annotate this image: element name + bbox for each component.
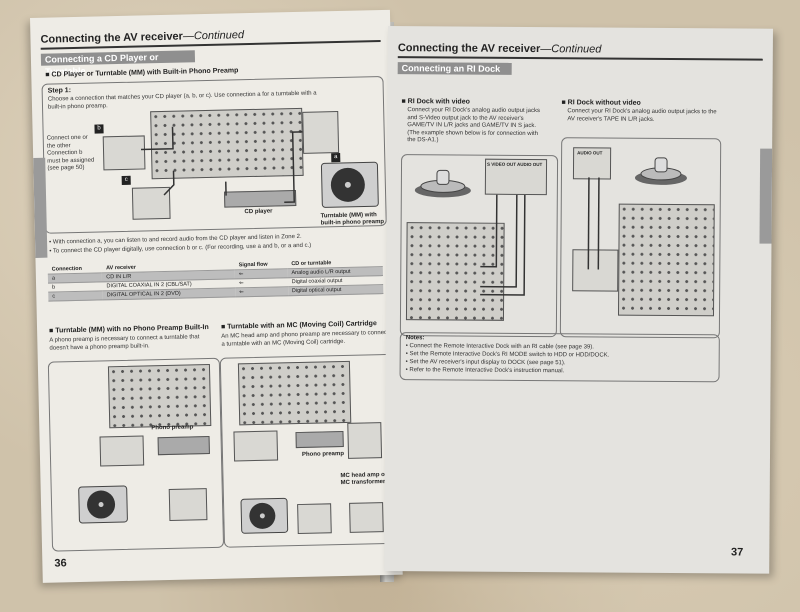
notes-title: Notes:	[405, 335, 425, 342]
receiver-panel-left	[107, 364, 212, 429]
left-page-number: 36	[54, 557, 67, 570]
turntable-image	[320, 161, 379, 208]
right-header-title: Connecting the AV receiver	[397, 42, 541, 56]
left-page: Connecting the AV receiver—Continued Con…	[30, 9, 403, 583]
phono-preamp-image-1	[157, 436, 210, 456]
sub-left-text: A phono preamp is necessary to connect a…	[49, 334, 200, 352]
ri-dock-image-1	[414, 169, 471, 198]
right-section-title: Connecting an RI Dock	[397, 62, 512, 75]
right-header-suffix: —Continued	[540, 43, 602, 56]
receiver-jack-left	[99, 435, 145, 467]
side-note: Connect one or the other Connection b mu…	[46, 134, 95, 172]
note-text: Refer to the Remote Interactive Dock's i…	[409, 367, 565, 375]
mc-jack-1	[297, 503, 332, 535]
cable-lines-novideo	[587, 177, 600, 270]
left-header-suffix: —Continued	[182, 29, 245, 43]
label-mc-head-amp: MC head amp or MC transformer	[340, 472, 388, 487]
mc-jack-2	[349, 502, 384, 533]
receiver-panel-novideo	[617, 203, 715, 317]
turntable-image-3	[240, 497, 289, 534]
left-header-title: Connecting the AV receiver	[40, 30, 184, 46]
left-page-tab	[33, 157, 48, 258]
tag-c: c	[121, 175, 131, 185]
right-page: Connecting the AV receiver—Continued Con…	[384, 26, 773, 574]
right-sub-1-text: Connect your RI Dock's analog audio outp…	[407, 107, 540, 144]
left-page-header: Connecting the AV receiver—Continued	[40, 22, 381, 50]
notes-list: • Connect the Remote Interactive Dock wi…	[406, 342, 711, 376]
tag-b: b	[94, 124, 104, 134]
sub-right-title: ■ Turntable with an MC (Moving Coil) Car…	[220, 320, 377, 331]
right-sub-2-title-text: RI Dock without video	[567, 99, 641, 107]
left-section-title: Connecting a CD Player or Turntable	[40, 50, 196, 77]
label-phono-preamp-2: Phono preamp	[301, 450, 345, 458]
preamp-jack-left	[168, 488, 208, 521]
cable-lines	[140, 126, 303, 204]
ri-dock-image-2	[634, 157, 687, 185]
preamp-jack-right	[347, 422, 383, 459]
right-page-header: Connecting the AV receiver—Continued	[397, 38, 763, 61]
sub-left-title: ■ Turntable (MM) with no Phono Preamp Bu…	[49, 324, 209, 335]
right-sub-1-title: ■ RI Dock with video	[401, 98, 470, 106]
right-page-number: 37	[731, 546, 744, 559]
jack-label-svideo: S VIDEO OUT	[487, 161, 517, 167]
cable-lines-video	[480, 194, 526, 296]
phono-preamp-image-2	[295, 430, 344, 449]
table-cell: ⇐	[235, 286, 289, 297]
table-cell: DIGITAL OPTICAL IN 2 (DVD)	[102, 287, 236, 300]
sub-right-title-text: Turntable with an MC (Moving Coil) Cartr…	[227, 320, 377, 331]
note-text: Connect the Remote Interactive Dock with…	[409, 343, 595, 351]
right-sub-2-title: ■ RI Dock without video	[561, 99, 641, 107]
note-text: Set the AV receiver's input display to D…	[409, 359, 566, 367]
step-label: Step 1:	[47, 87, 72, 95]
label-phono-preamp-1: Phono preamp	[151, 424, 194, 432]
receiver-jack-right	[233, 430, 279, 462]
sub-left-title-text: Turntable (MM) with no Phono Preamp Buil…	[55, 324, 209, 335]
receiver-panel-right	[237, 360, 352, 426]
table-cell: c	[48, 290, 103, 302]
jack-label-audio-2: AUDIO OUT	[577, 150, 603, 156]
sub-right-text: An MC head amp and phono preamp are nece…	[221, 329, 389, 348]
table-cell: Digital optical output	[287, 284, 384, 296]
connection-table: Connection AV receiver Signal flow CD or…	[47, 258, 384, 302]
turntable-image-2	[78, 485, 128, 524]
right-page-tab	[759, 148, 773, 244]
right-sub-2-text: Connect your RI Dock's analog audio outp…	[567, 108, 717, 123]
jack-label-audio-1: AUDIO OUT	[517, 161, 543, 168]
right-sub-1-title-text: RI Dock with video	[407, 98, 470, 106]
